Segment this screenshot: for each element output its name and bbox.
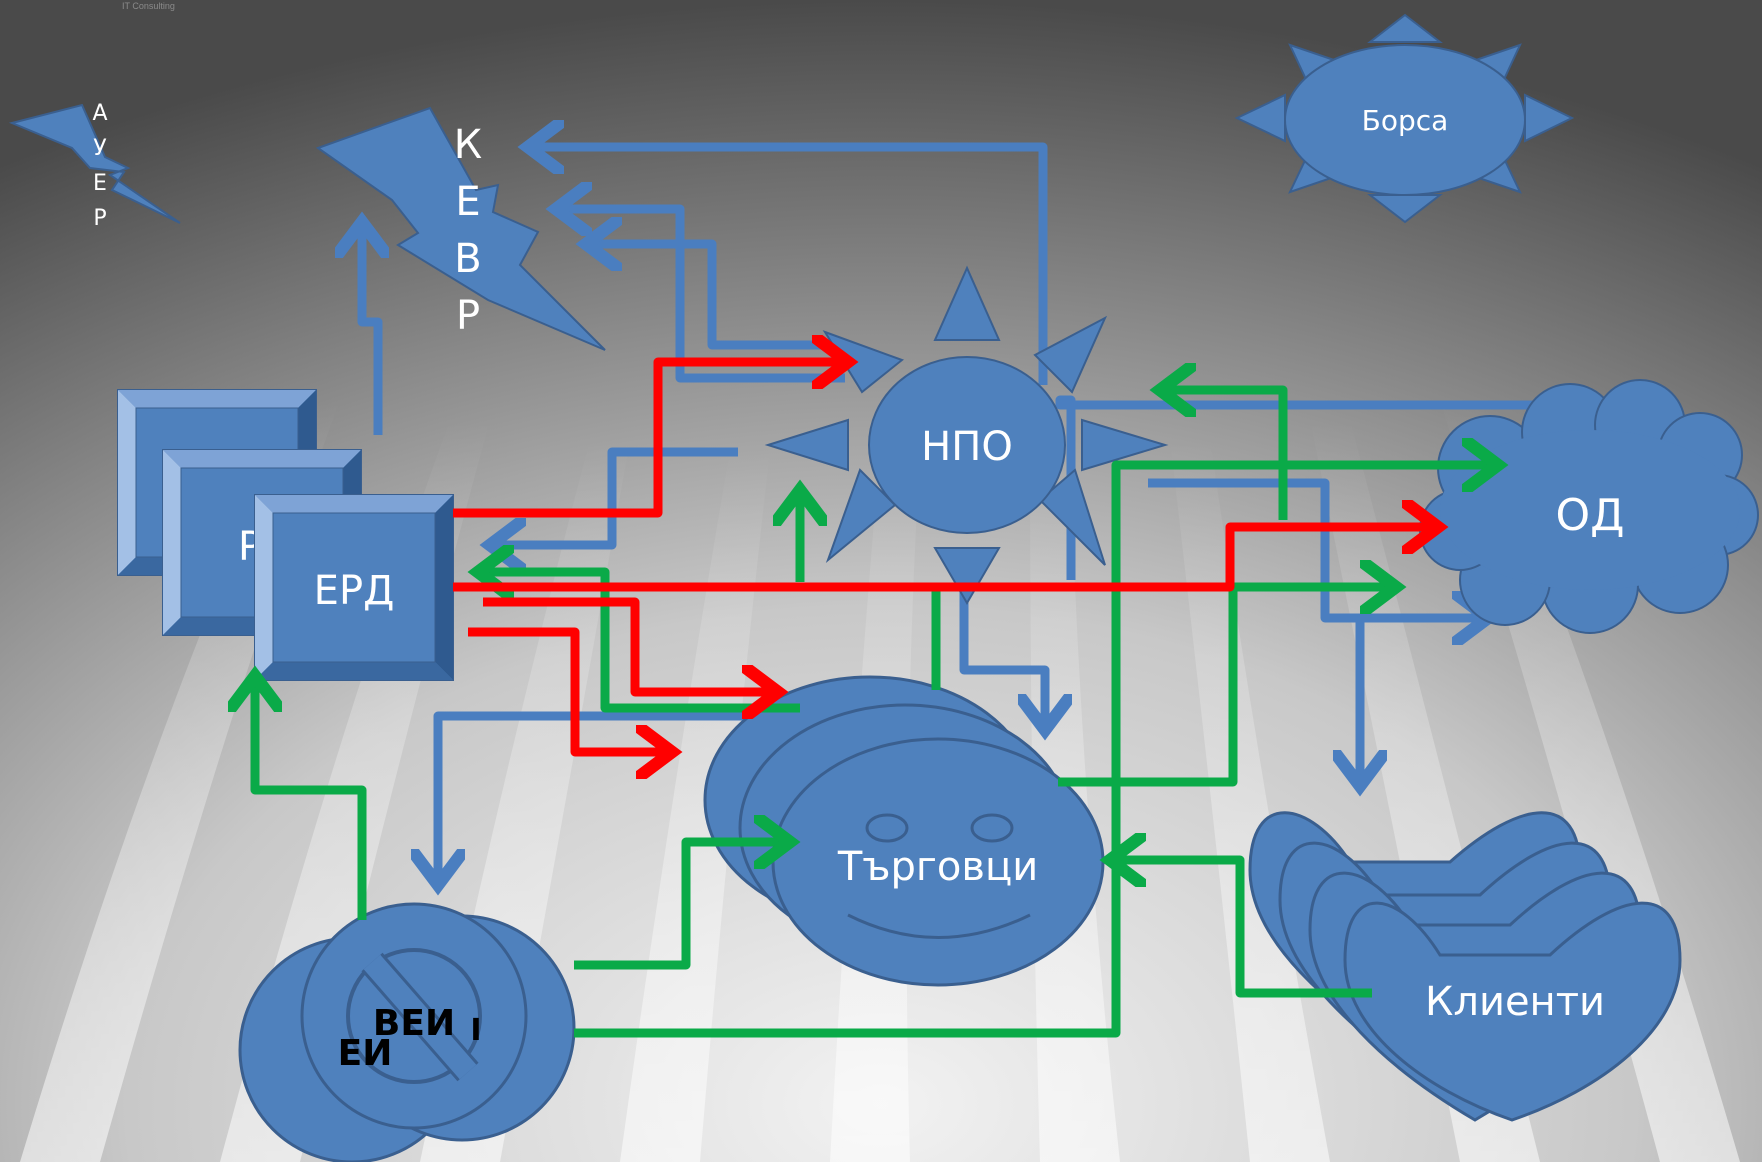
auer-letter-3: Е xyxy=(93,171,107,196)
borsa-sun-shape xyxy=(1234,13,1575,224)
arrow-npo-top-to-kevr xyxy=(528,147,1048,385)
vei-no-symbol-shape xyxy=(238,902,576,1162)
auer-lightning-shape xyxy=(8,103,181,224)
arrow-clients-to-traders xyxy=(1110,860,1372,998)
clients-label: Клиенти xyxy=(1425,979,1605,1025)
od-label: ОД xyxy=(1555,490,1624,541)
arrow-erd-to-kevr xyxy=(362,222,378,435)
arrow-od-to-npo xyxy=(1055,395,1570,580)
green-arrows xyxy=(255,390,1498,1038)
auer-letter-2: У xyxy=(93,136,107,161)
kevr-letter-1: К xyxy=(454,122,482,168)
vei-front-label: ВЕИ xyxy=(373,1003,455,1044)
auer-letter-4: Р xyxy=(93,206,106,231)
blue-arrows xyxy=(362,147,1570,885)
arrow-npo-to-kevr-b xyxy=(586,244,840,350)
arrow-npo-to-traders xyxy=(959,585,1045,730)
arrow-od-to-npo-green xyxy=(1160,390,1288,520)
erd-label: ЕРД xyxy=(314,568,395,614)
auer-letter-1: А xyxy=(92,101,107,126)
borsa-label: Борса xyxy=(1362,104,1449,137)
arrow-erd-to-npo xyxy=(453,362,848,518)
kevr-letter-4: Р xyxy=(456,293,480,339)
erd-box xyxy=(254,494,454,681)
arrow-erd-to-traders-a xyxy=(483,597,778,692)
watermark-text: IT Consulting xyxy=(122,1,175,11)
arrow-npo-to-od xyxy=(1148,478,1488,618)
vei-side-label: І xyxy=(470,1013,481,1048)
kevr-letter-3: В xyxy=(454,236,481,282)
arrow-erd-to-traders-b xyxy=(468,627,672,752)
red-arrows xyxy=(453,362,1438,752)
clients-heart-shape xyxy=(1248,811,1682,1122)
npo-label: НПО xyxy=(921,424,1013,470)
arrow-npo-to-kevr-a xyxy=(556,209,845,383)
arrow-traders-to-od xyxy=(1058,587,1396,787)
kevr-lightning-shape xyxy=(315,106,606,351)
arrow-vei-to-traders xyxy=(574,842,790,970)
npo-sun-shape xyxy=(764,265,1169,605)
vei-back-label: ЕИ xyxy=(338,1033,393,1074)
traders-label: Търговци xyxy=(837,844,1038,890)
arrow-vei-to-od xyxy=(574,465,1498,1038)
arrow-erd-to-od xyxy=(453,527,1438,592)
kevr-letter-2: Е xyxy=(455,179,480,225)
arrow-traders-to-erd xyxy=(478,572,800,713)
arrow-vei-to-erd xyxy=(255,676,367,920)
arrow-npo-to-erd xyxy=(490,447,738,545)
